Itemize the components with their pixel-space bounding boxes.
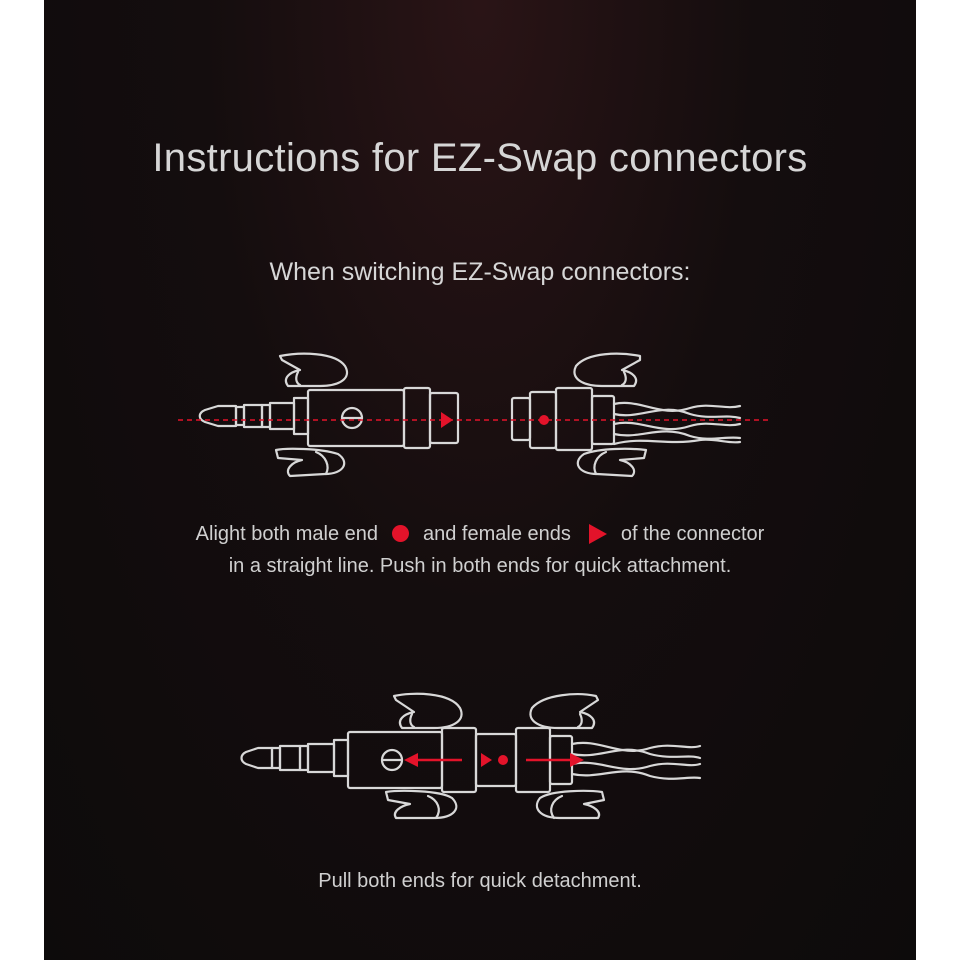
left-lower-finger — [274, 447, 346, 478]
braided-cable — [612, 401, 742, 446]
male-marker-dot-2 — [498, 755, 508, 765]
caption-text-4: in a straight line. Push in both ends fo… — [228, 555, 732, 577]
caption-text-2: and female ends — [423, 523, 571, 545]
female-marker-triangle — [441, 412, 453, 428]
pull-left-arrow-icon — [404, 753, 418, 767]
detach-caption: Pull both ends for quick detachment. — [318, 870, 642, 892]
male-marker-dot — [539, 415, 549, 425]
section-subtitle: When switching EZ-Swap connectors: — [269, 258, 691, 286]
red-dot-icon — [392, 525, 409, 542]
page-title: Instructions for EZ-Swap connectors — [152, 136, 808, 180]
left-upper-finger-2 — [392, 692, 463, 730]
braided-cable-2 — [570, 741, 702, 780]
red-triangle-icon — [588, 524, 607, 544]
right-upper-finger — [573, 352, 642, 388]
right-upper-finger-2 — [529, 693, 600, 730]
attach-caption: Alight both male end and female ends of th… — [0, 518, 960, 582]
right-lower-finger — [576, 447, 648, 478]
left-upper-finger — [278, 352, 348, 388]
caption-text-1: Alight both male end — [195, 523, 378, 545]
instruction-panel — [44, 0, 916, 960]
left-lower-finger-2 — [384, 789, 458, 820]
caption-text-3: of the connector — [620, 523, 765, 545]
female-marker-triangle-2 — [481, 753, 492, 767]
pull-right-arrow-icon — [570, 753, 584, 767]
right-lower-finger-2 — [535, 789, 606, 820]
